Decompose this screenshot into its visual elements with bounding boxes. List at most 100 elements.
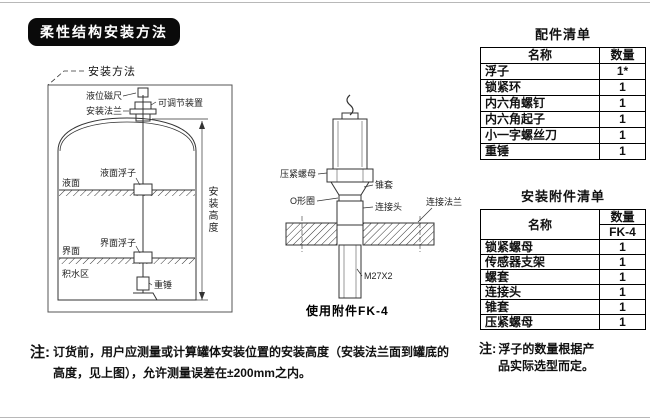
note-line-1: 订货前，用户应测量或计算罐体安装位置的安装高度（安装法兰面到罐底的 [53, 345, 450, 359]
label-taper-sleeve: 锥套 [375, 179, 393, 190]
cell-name: 锁紧环 [480, 79, 600, 96]
cell-name: 重锤 [480, 143, 600, 160]
note-prefix: 注: [30, 344, 50, 361]
col-header-name: 名称 [480, 47, 600, 64]
note-line-2: 高度，见上图），允许测量误差在±200mm之内。 [53, 366, 311, 380]
label-mount-flange: 安装法兰 [86, 105, 122, 116]
main-note: 注: 订货前，用户应测量或计算罐体安装位置的安装高度（安装法兰面到罐底的 高度，… [30, 342, 478, 384]
tank-outline [57, 117, 197, 301]
diagram-frame [47, 84, 233, 313]
lower-float [133, 251, 153, 264]
cell-qty: 1 [599, 269, 646, 285]
left-diagram-title: 安装方法 [88, 64, 136, 78]
cell-name: 内六角起子 [480, 111, 600, 128]
label-water-zone: 积水区 [62, 268, 89, 279]
pedestal [129, 292, 158, 301]
o-ring-shape [338, 194, 362, 202]
cell-qty: 1 [599, 299, 646, 315]
label-liquid-float: 液面浮子 [100, 167, 136, 178]
cell-name: 螺套 [480, 269, 600, 285]
taper-sleeve-shape [330, 181, 370, 196]
flange-right [362, 222, 435, 246]
label-compression-nut: 压紧螺母 [280, 169, 316, 179]
top-border [0, 2, 650, 3]
table-subheader-row: FK-4 [481, 224, 646, 240]
col-subheader-model: FK-4 [599, 224, 646, 240]
cell-name: 内六角螺钉 [480, 95, 600, 112]
side-note-prefix: 注: [479, 341, 497, 356]
cell-name: 传感器支架 [480, 254, 600, 270]
col-header-qty: 数量 [599, 209, 646, 225]
label-liquid-surface: 液面 [62, 177, 80, 188]
label-adjust-device: 可调节装置 [158, 97, 203, 108]
title-badge: 柔性结构安装方法 [28, 18, 180, 46]
cell-name: 小一字螺丝刀 [480, 127, 600, 144]
label-interface: 界面 [62, 246, 80, 256]
frame-title-leader [47, 70, 84, 86]
left-leader-lines [122, 92, 157, 286]
cell-name: 压紧螺母 [480, 314, 600, 330]
label-weight: 重锤 [154, 279, 172, 290]
pipe-shape [338, 244, 362, 299]
sensor-assembly-diagram [285, 94, 435, 299]
col-header-name: 名称 [480, 209, 600, 240]
sensor-cap [341, 112, 359, 120]
bottom-border [0, 417, 650, 418]
flange-left [285, 222, 338, 246]
cell-qty: 1 [599, 143, 646, 160]
cell-qty: 1 [599, 95, 646, 112]
label-install-height: 安装高度 [206, 186, 217, 234]
label-connector: 连接头 [375, 201, 402, 212]
cell-qty: 1 [599, 127, 646, 144]
cell-name: 浮子 [480, 63, 600, 80]
label-interface-float: 界面浮子 [100, 237, 136, 248]
cell-qty: 1* [599, 63, 646, 80]
cell-qty: 1 [599, 239, 646, 255]
cell-qty: 1 [599, 314, 646, 330]
cell-name: 锁紧螺母 [480, 239, 600, 255]
table-header-row: 名称 数量 [480, 47, 646, 64]
label-magnetic-ruler: 液位磁尺 [86, 90, 122, 101]
note-body: 订货前，用户应测量或计算罐体安装位置的安装高度（安装法兰面到罐底的 高度，见上图… [53, 342, 449, 384]
side-note-line-2: 品实际选型而定。 [498, 359, 595, 373]
accessories-list-title: 安装附件清单 [520, 189, 605, 204]
weight-shape [136, 276, 150, 291]
side-note-line-1: 注:浮子的数量根据产 [479, 341, 595, 356]
cell-qty: 1 [599, 284, 646, 300]
tank-nozzle [135, 113, 151, 122]
tank-diagram: 安装方法 [47, 64, 233, 313]
cell-qty: 1 [599, 111, 646, 128]
tank-dome-inner-line [59, 121, 195, 152]
col-header-qty: 数量 [599, 47, 646, 64]
dimension-arrow-up [199, 121, 205, 129]
cell-name: 连接头 [480, 284, 600, 300]
connector-shape [336, 200, 364, 226]
cable-icon [346, 94, 354, 116]
compression-nut-shape [326, 168, 374, 183]
middle-leader-lines [316, 172, 433, 277]
interface-hatch [59, 258, 195, 264]
parts-list-title: 配件清单 [534, 27, 591, 42]
side-note: 注:浮子的数量根据产 品实际选型而定。 [479, 340, 649, 375]
label-thread-size: M27X2 [364, 271, 393, 281]
cell-name: 锥套 [480, 299, 600, 315]
upper-float [133, 183, 153, 196]
label-connection-flange: 连接法兰 [426, 196, 462, 207]
